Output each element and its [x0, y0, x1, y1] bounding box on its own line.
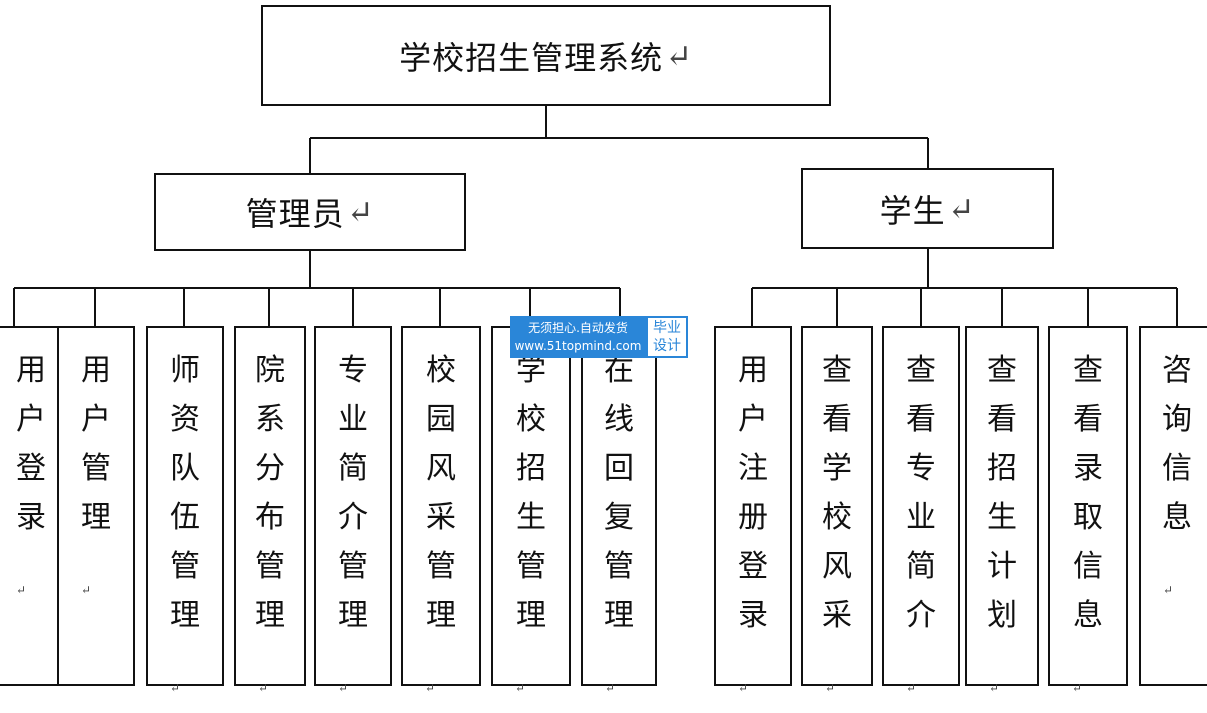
leaf-node: 查看招生计划 ↵ — [965, 326, 1039, 695]
paragraph-mark-icon: ↵ — [16, 583, 27, 597]
paragraph-mark-icon: ↵ — [346, 193, 375, 231]
leaf-label: 师资队伍管理 — [170, 353, 200, 633]
paragraph-mark-icon: ↵ — [906, 681, 917, 695]
leaf-label: 院系分布管理 — [255, 353, 285, 633]
leaf-node: 院系分布管理 ↵ — [234, 326, 306, 695]
leaf-node: 用户注册登录 ↵ — [714, 326, 792, 695]
paragraph-mark-icon: ↵ — [1072, 681, 1083, 695]
student-node: 学生↵ — [801, 168, 1054, 249]
leaf-label: 查看学校风采 — [822, 353, 852, 633]
paragraph-mark-icon: ↵ — [947, 189, 976, 228]
watermark-badge: 无须担心.自动发货 www.51topmind.com 毕业 设计 — [510, 316, 688, 358]
leaf-label: 用户管理 — [81, 353, 111, 535]
paragraph-mark-icon: ↵ — [515, 681, 526, 695]
paragraph-mark-icon: ↵ — [738, 681, 749, 695]
leaf-label: 校园风采管理 — [426, 353, 456, 633]
leaf-node: 咨询信息 ↵ — [1139, 326, 1207, 686]
leaf-node: 查看录取信息 ↵ — [1048, 326, 1128, 695]
student-label: 学生 — [879, 191, 946, 230]
leaf-label: 查看录取信息 — [1073, 353, 1103, 633]
leaf-label: 用户登录 — [16, 353, 46, 535]
leaf-node: 专业简介管理 ↵ — [314, 326, 392, 695]
paragraph-mark-icon: ↵ — [665, 36, 693, 75]
leaf-label: 咨询信息 — [1162, 353, 1192, 535]
leaf-node: 校园风采管理 ↵ — [401, 326, 481, 695]
admin-label: 管理员 — [245, 195, 345, 233]
leaf-node: 用户管理 ↵ — [57, 326, 135, 686]
paragraph-mark-icon: ↵ — [425, 681, 436, 695]
watermark-line1: 无须担心.自动发货 — [528, 321, 628, 335]
leaf-node: 查看学校风采 ↵ — [801, 326, 873, 695]
leaf-label: 在线回复管理 — [604, 353, 634, 633]
leaf-label: 专业简介管理 — [338, 353, 368, 633]
paragraph-mark-icon: ↵ — [989, 681, 1000, 695]
leaf-node: 学校招生管理 ↵ — [491, 326, 571, 695]
root-label: 学校招生管理系统 — [399, 38, 664, 77]
watermark-line2: www.51topmind.com — [514, 339, 642, 353]
leaf-node: 查看专业简介 ↵ — [882, 326, 960, 695]
paragraph-mark-icon: ↵ — [170, 681, 181, 695]
paragraph-mark-icon: ↵ — [338, 681, 349, 695]
leaf-label: 查看专业简介 — [906, 353, 936, 633]
leaf-label: 查看招生计划 — [987, 353, 1017, 633]
paragraph-mark-icon: ↵ — [605, 681, 616, 695]
paragraph-mark-icon: ↵ — [81, 583, 92, 597]
root-node: 学校招生管理系统↵ — [261, 5, 831, 106]
admin-node: 管理员↵ — [154, 173, 466, 251]
paragraph-mark-icon: ↵ — [1163, 583, 1174, 597]
watermark-tag2: 设计 — [653, 338, 681, 354]
leaf-label: 用户注册登录 — [738, 353, 768, 633]
paragraph-mark-icon: ↵ — [825, 681, 836, 695]
leaf-label: 学校招生管理 — [516, 353, 546, 633]
paragraph-mark-icon: ↵ — [258, 681, 269, 695]
watermark-tag1: 毕业 — [653, 320, 681, 336]
leaf-node: 在线回复管理 ↵ — [581, 326, 657, 695]
leaf-node: 师资队伍管理 ↵ — [146, 326, 224, 695]
